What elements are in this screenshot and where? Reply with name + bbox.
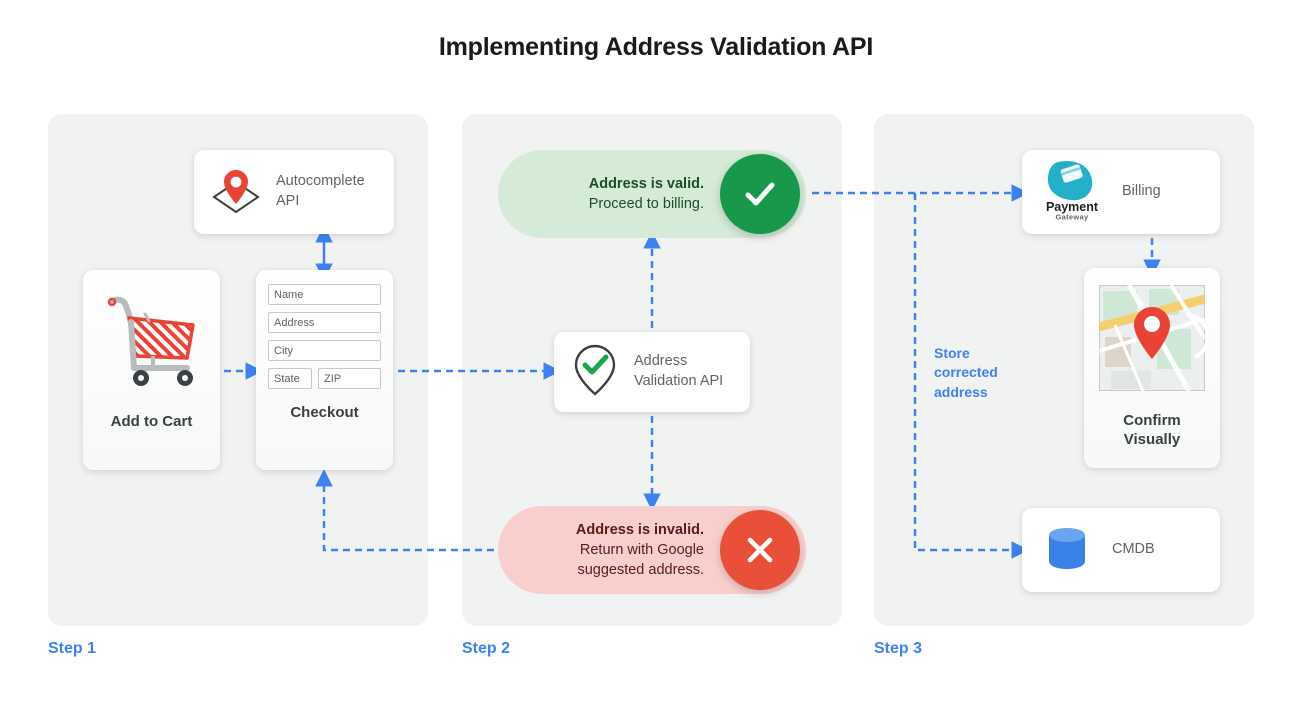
address-validation-api-card[interactable]: Address Validation API	[554, 332, 750, 412]
map-pin-diamond-icon	[208, 164, 264, 221]
address-valid-pill: Address is valid. Proceed to billing.	[498, 150, 806, 238]
zip-field[interactable]: ZIP	[318, 368, 381, 389]
cmdb-card[interactable]: CMDB	[1022, 508, 1220, 592]
address-invalid-pill: Address is invalid. Return with Google s…	[498, 506, 806, 594]
state-zip-row: State ZIP	[268, 368, 381, 389]
step-2-label: Step 2	[462, 640, 511, 657]
payment-gateway-secondary-text: Gateway	[1056, 212, 1089, 221]
city-field[interactable]: City	[268, 340, 381, 361]
billing-card[interactable]: Payment Gateway Billing	[1022, 150, 1220, 234]
close-icon	[720, 510, 800, 590]
checkout-card[interactable]: Name Address City State ZIP Checkout	[256, 270, 393, 470]
payment-gateway-primary-text: Payment	[1046, 200, 1099, 214]
address-invalid-text: Address is invalid. Return with Google s…	[575, 522, 704, 578]
database-icon	[1042, 522, 1094, 579]
step-3-label: Step 3	[874, 640, 923, 657]
add-to-cart-card[interactable]: Add to Cart	[83, 270, 220, 470]
billing-label: Billing	[1122, 183, 1161, 200]
name-field[interactable]: Name	[268, 284, 381, 305]
autocomplete-api-label: Autocomplete API	[276, 173, 365, 209]
confirm-visually-title: Confirm Visually	[1123, 412, 1181, 448]
map-pin-check-icon	[570, 342, 620, 403]
step-1-label: Step 1	[48, 640, 97, 657]
autocomplete-api-card[interactable]: Autocomplete API	[194, 150, 394, 234]
map-thumbnail-icon	[1097, 283, 1210, 396]
add-to-cart-title: Add to Cart	[110, 413, 193, 430]
shopping-cart-icon	[101, 288, 203, 393]
address-validation-api-label: Address Validation API	[634, 353, 724, 389]
address-valid-text: Address is valid. Proceed to billing.	[588, 176, 704, 212]
payment-gateway-logo: Payment Gateway	[1036, 158, 1108, 227]
cmdb-label: CMDB	[1112, 541, 1155, 558]
confirm-visually-card[interactable]: Confirm Visually	[1084, 268, 1220, 468]
state-field[interactable]: State	[268, 368, 312, 389]
checkout-title: Checkout	[290, 404, 359, 421]
page-title: Implementing Address Validation API	[438, 33, 874, 61]
address-field[interactable]: Address	[268, 312, 381, 333]
check-icon	[720, 154, 800, 234]
store-corrected-address-note: Store corrected address	[934, 345, 998, 400]
